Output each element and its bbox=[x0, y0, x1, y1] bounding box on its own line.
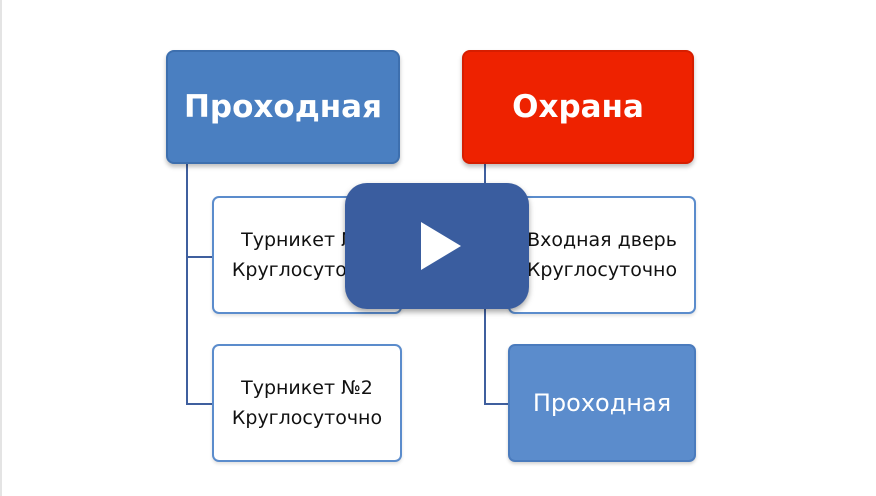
node-turnstile-1-name: Турникет №1 bbox=[241, 229, 373, 251]
play-icon bbox=[421, 222, 461, 270]
header-prokhodnaya-label: Проходная bbox=[183, 89, 382, 125]
node-turnstile-2-schedule: Круглосуточно bbox=[231, 407, 383, 429]
frame-edge bbox=[0, 0, 2, 496]
node-prokhodnaya: Проходная bbox=[508, 344, 696, 462]
node-entrance-door-schedule: Круглосуточно bbox=[526, 259, 678, 281]
left-connector-branch-2 bbox=[186, 403, 213, 405]
left-connector-vertical bbox=[186, 163, 188, 405]
left-connector-branch-1 bbox=[186, 256, 213, 258]
header-prokhodnaya: Проходная bbox=[166, 50, 400, 164]
header-okhrana-label: Охрана bbox=[512, 89, 644, 125]
node-turnstile-1-schedule: Круглосуточно bbox=[231, 259, 383, 281]
node-entrance-door-name: Входная дверь bbox=[527, 229, 677, 251]
node-turnstile-2: Турникет №2 Круглосуточно bbox=[212, 344, 402, 462]
node-prokhodnaya-label: Проходная bbox=[532, 389, 672, 417]
node-entrance-door: Входная дверь Круглосуточно bbox=[508, 196, 696, 314]
node-turnstile-2-name: Турникет №2 bbox=[241, 377, 373, 399]
right-connector-branch-2 bbox=[484, 403, 511, 405]
play-button[interactable] bbox=[345, 183, 529, 309]
header-okhrana: Охрана bbox=[462, 50, 694, 164]
